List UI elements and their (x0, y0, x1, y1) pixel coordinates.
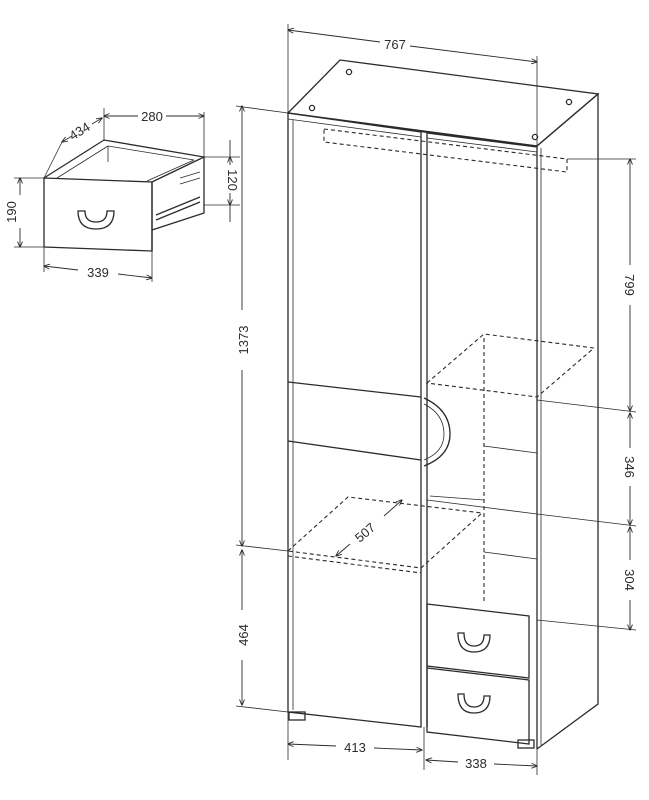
wardrobe-left-door (287, 112, 422, 728)
right-width-label: 338 (465, 756, 487, 771)
drawer-handle-icon-lower (457, 693, 491, 714)
wardrobe-drawer-upper (426, 603, 530, 679)
right-middle-height-label: 346 (622, 456, 637, 478)
left-lower-height-label: 464 (236, 624, 251, 646)
drawer-front-height-label: 190 (4, 201, 19, 223)
drawer-inner-height-label: 120 (225, 169, 240, 191)
right-top-height-label: 799 (622, 274, 637, 296)
drawer-handle-icon-upper (457, 632, 491, 653)
drawer-detail (43, 139, 207, 252)
right-lower-height-label: 304 (622, 569, 637, 591)
left-upper-height-label: 1373 (236, 326, 251, 355)
dashed-shelf-upper (425, 333, 596, 398)
drawer-front-panel (43, 177, 153, 252)
wardrobe-foot (517, 739, 535, 749)
drawer-handle-icon (77, 210, 115, 230)
wardrobe-foot (288, 711, 306, 721)
dashed-shelf-left (286, 496, 484, 569)
drawer-front-width-label: 339 (87, 265, 109, 280)
drawer-width-label: 280 (141, 109, 163, 124)
shelf-depth-label: 507 (352, 520, 378, 545)
door-grip-icon (423, 397, 451, 467)
wardrobe-body (286, 59, 600, 750)
total-width-label: 767 (384, 37, 406, 52)
drawer-dimension-lines (14, 108, 240, 282)
left-width-label: 413 (344, 740, 366, 755)
wardrobe-drawer-lower (426, 667, 530, 745)
wardrobe-dimension-lines (235, 24, 637, 775)
hanging-rail (323, 128, 568, 173)
drawer-depth-label: 434 (66, 119, 92, 143)
